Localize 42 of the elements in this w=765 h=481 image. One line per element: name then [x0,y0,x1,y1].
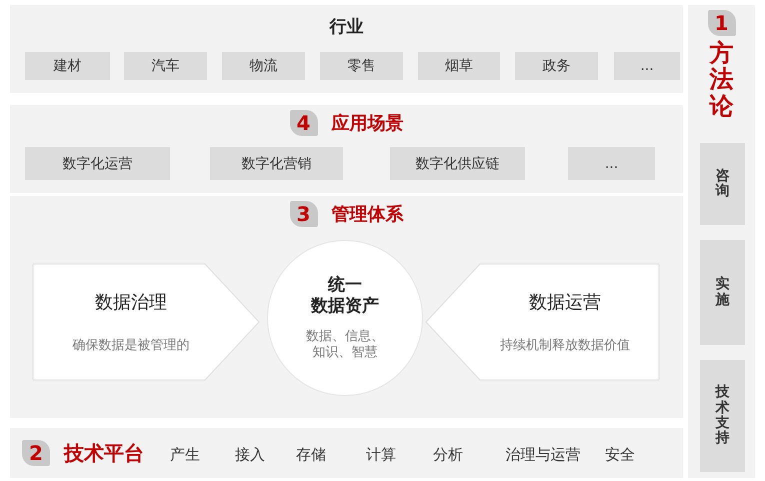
card-description: 确保数据是被管理的 [72,337,190,354]
section-panel [10,428,683,478]
tag-chip: ... [568,147,655,180]
tag-chip: 汽车 [124,52,207,80]
platform-item: 接入 [235,446,265,464]
platform-item: 产生 [170,446,200,464]
platform-item: 计算 [366,446,396,464]
section-panel [10,105,683,193]
tag-chip: 烟草 [418,52,500,80]
number-badge: 4 [290,110,318,136]
circle-description: 数据、信息、知识、智慧 [305,329,385,362]
section-title: 方法论 [710,40,734,120]
section-panel [10,5,683,93]
platform-item: 存储 [296,446,326,464]
card-heading: 数据运营 [529,291,601,314]
section-title: 技术平台 [64,440,144,466]
tag-chip: 零售 [320,52,403,80]
number-badge: 2 [22,440,50,466]
section-title: 行业 [328,16,364,38]
platform-item: 分析 [433,446,463,464]
tag-chip: 数字化营销 [210,147,343,180]
circle-heading: 数据资产 [311,296,379,317]
section-panel [688,5,755,478]
section-panel [10,196,683,418]
section-title: 管理体系 [332,203,404,226]
tag-chip: 建材 [25,52,110,80]
tag-chip: 物流 [222,52,305,80]
tag-chip: ... [614,52,680,80]
card-description: 持续机制释放数据价值 [500,337,630,354]
tag-chip: 数字化供应链 [390,147,525,180]
number-badge: 1 [708,10,736,36]
tag-chip: 实施 [700,240,745,345]
platform-item: 治理与运营 [506,446,580,464]
number-badge: 3 [290,201,318,227]
tag-chip: 数字化运营 [25,147,170,180]
tag-chip: 咨询 [700,143,745,225]
tag-chip: 技术支持 [700,360,745,472]
circle-heading: 统一 [328,274,362,296]
section-title: 应用场景 [332,112,404,135]
tag-chip: 政务 [515,52,598,80]
card-heading: 数据治理 [95,291,167,314]
platform-item: 安全 [605,446,635,464]
